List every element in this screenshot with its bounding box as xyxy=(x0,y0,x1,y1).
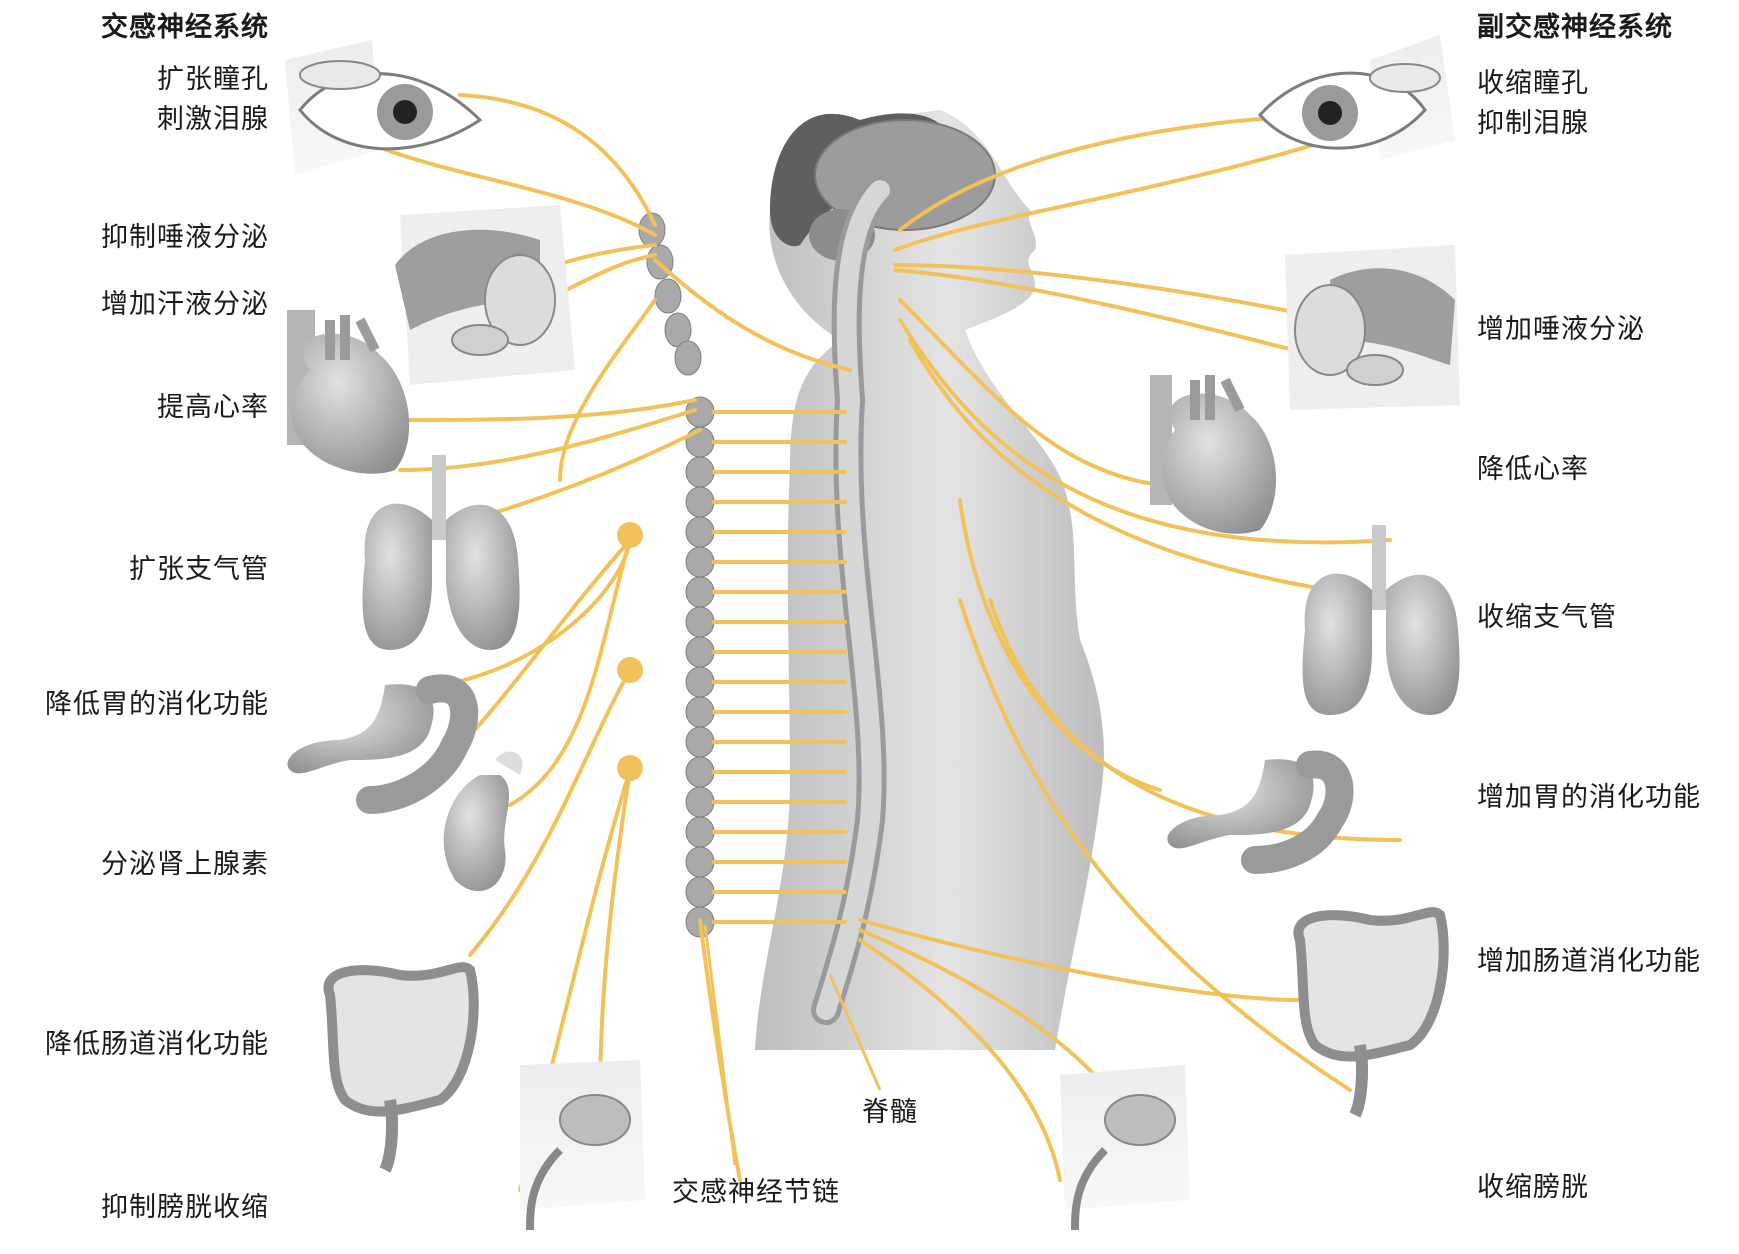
bladder-right xyxy=(1060,1065,1190,1231)
label-raise-heart-rate: 提高心率 xyxy=(157,392,269,423)
ganglion xyxy=(685,606,715,638)
eye-left xyxy=(285,40,483,175)
ganglion xyxy=(685,636,715,668)
label-dilate-bronchi: 扩张支气管 xyxy=(129,554,269,585)
kidney-left xyxy=(443,751,523,892)
ganglion xyxy=(685,486,715,518)
ganglion xyxy=(685,696,715,728)
ganglion xyxy=(685,726,715,758)
human-body xyxy=(755,110,1104,1050)
salivary-right xyxy=(1285,245,1460,410)
lungs-left xyxy=(362,455,520,650)
label-dilate-pupil: 扩张瞳孔 xyxy=(157,64,269,95)
ganglion xyxy=(685,756,715,788)
ganglion xyxy=(685,876,715,908)
sympathetic-heading: 交感神经系统 xyxy=(101,12,269,43)
chain-pointer xyxy=(703,924,737,1166)
label-constrict-bladder: 收缩膀胱 xyxy=(1477,1172,1589,1203)
parasympathetic-heading: 副交感神经系统 xyxy=(1477,12,1673,43)
intestine-left xyxy=(323,962,479,1173)
spinal-cord-pointer xyxy=(828,974,882,1091)
label-increase-intestine: 增加肠道消化功能 xyxy=(1477,946,1701,977)
label-secrete-adrenaline: 分泌肾上腺素 xyxy=(101,849,269,880)
label-stimulate-tear: 刺激泪腺 xyxy=(157,104,269,135)
label-lower-heart-rate: 降低心率 xyxy=(1477,454,1589,485)
label-constrict-pupil: 收缩瞳孔 xyxy=(1477,68,1589,99)
eye-right xyxy=(1257,35,1455,160)
label-inhibit-tear: 抑制泪腺 xyxy=(1477,108,1589,139)
label-increase-saliva: 增加唾液分泌 xyxy=(1477,314,1645,345)
salivary-left xyxy=(395,205,575,385)
label-inhibit-saliva: 抑制唾液分泌 xyxy=(101,222,269,253)
intestine-right xyxy=(1293,907,1449,1118)
heart-left xyxy=(287,310,410,474)
label-reduce-stomach: 降低胃的消化功能 xyxy=(45,689,269,720)
stomach-left xyxy=(287,674,479,814)
label-reduce-intestine: 降低肠道消化功能 xyxy=(45,1029,269,1060)
ganglion xyxy=(685,666,715,698)
label-constrict-bronchi: 收缩支气管 xyxy=(1477,602,1617,633)
ganglion xyxy=(685,546,715,578)
ganglion xyxy=(685,816,715,848)
ganglia xyxy=(617,522,643,781)
ganglion xyxy=(685,456,715,488)
heart-right xyxy=(1150,375,1277,534)
ganglion xyxy=(685,846,715,878)
chain-rungs xyxy=(712,410,847,924)
label-increase-sweat: 增加汗液分泌 xyxy=(101,289,269,320)
ganglion xyxy=(685,786,715,818)
stomach-right xyxy=(1167,750,1354,874)
label-increase-stomach: 增加胃的消化功能 xyxy=(1477,782,1701,813)
lungs-right xyxy=(1302,525,1460,715)
label-spinal-cord: 脊髓 xyxy=(862,1097,918,1128)
ganglion xyxy=(685,576,715,608)
sympathetic-chain xyxy=(638,212,715,938)
ganglion-upper xyxy=(654,278,682,314)
ganglion-upper xyxy=(674,340,702,376)
ganglion xyxy=(685,516,715,548)
label-inhibit-bladder: 抑制膀胱收缩 xyxy=(101,1192,269,1223)
bladder-left xyxy=(520,1060,645,1231)
label-sympathetic-chain: 交感神经节链 xyxy=(672,1177,840,1208)
